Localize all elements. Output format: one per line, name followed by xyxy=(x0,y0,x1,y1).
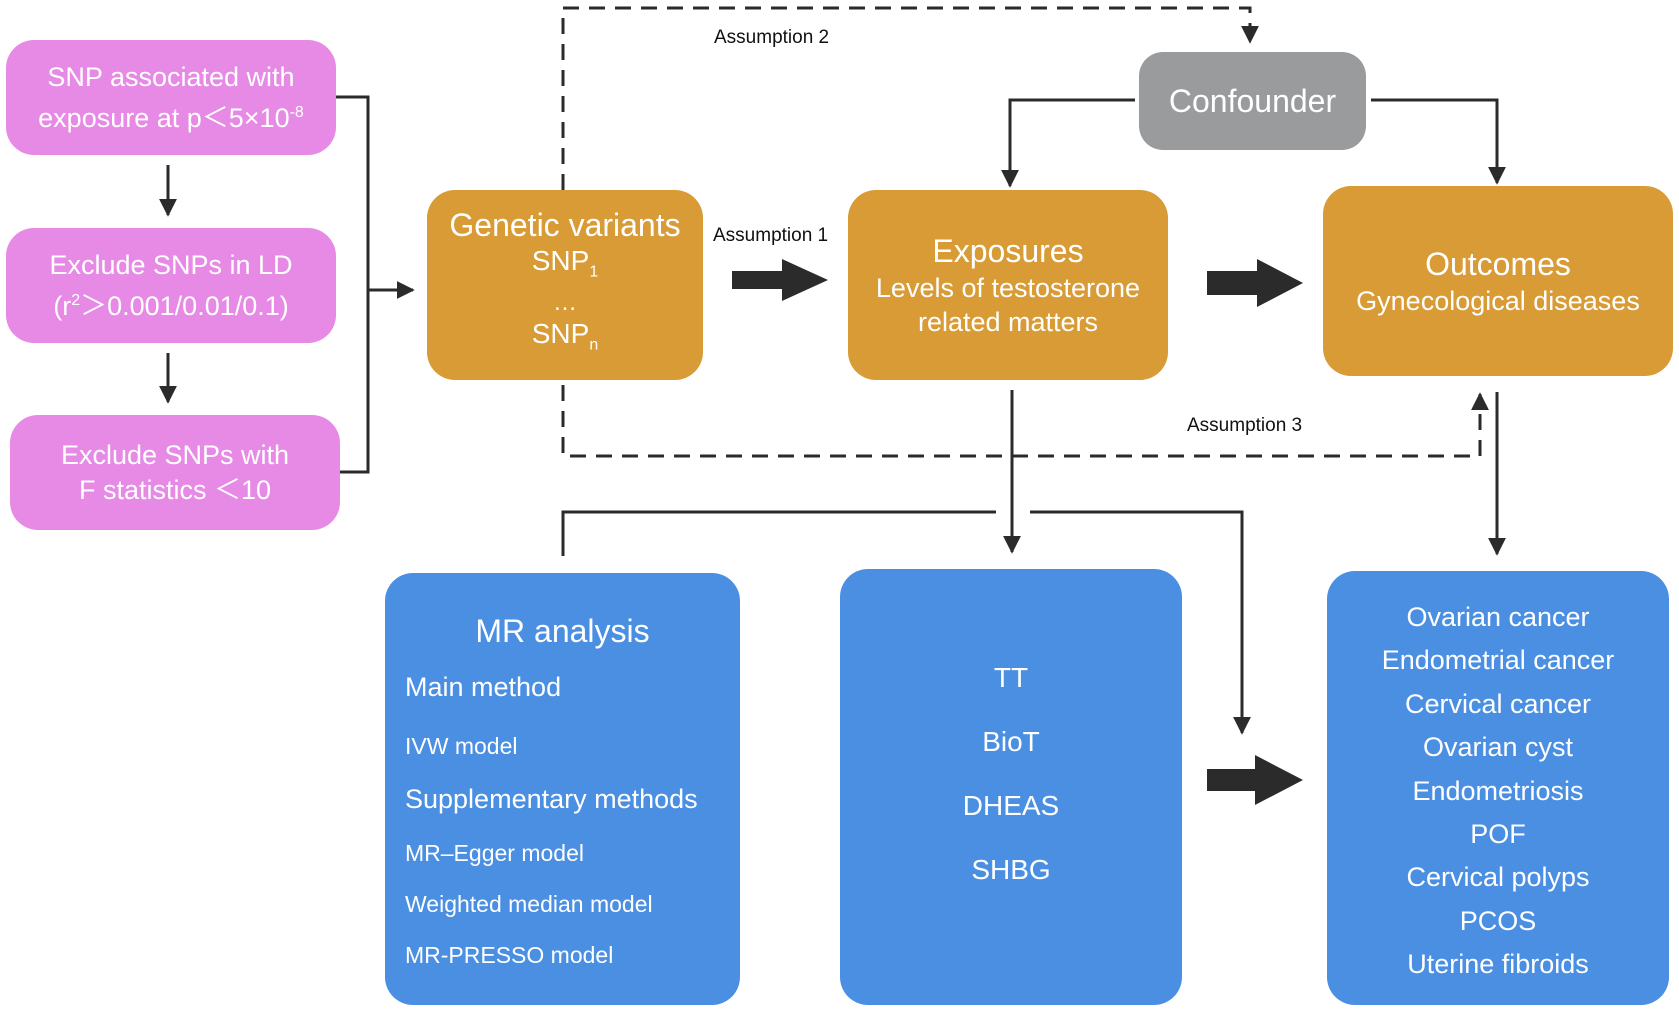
outcomes-box: Outcomes Gynecological diseases xyxy=(1323,186,1673,376)
main-method-heading: Main method xyxy=(405,672,562,702)
disease-pof: POF xyxy=(1470,819,1526,850)
hormone-tt: TT xyxy=(993,662,1029,693)
snp-ellipsis: … xyxy=(553,289,577,316)
steps-bracket xyxy=(335,95,370,474)
outcomes-title: Outcomes xyxy=(1425,246,1571,282)
disease-cervical-cancer: Cervical cancer xyxy=(1404,688,1592,719)
disease-cervical-polyps: Cervical polyps xyxy=(1406,862,1590,893)
disease-ovarian-cancer: Ovarian cancer xyxy=(1406,602,1590,632)
exposures-line1: Levels of testosterone xyxy=(875,273,1141,303)
mr-analysis-link-right xyxy=(1030,510,1251,735)
ivw-model-item: IVW model xyxy=(405,733,518,759)
genetic-variants-title: Genetic variants xyxy=(449,207,681,244)
disease-endometrial-cancer: Endometrial cancer xyxy=(1381,645,1615,676)
disease-list: Ovarian cancer Endometrial cancer Cervic… xyxy=(1327,596,1669,987)
step-f-statistics-box: Exclude SNPs with F statistics ＜10 xyxy=(10,415,340,530)
confounder-label: Confounder xyxy=(1168,82,1337,119)
snp-last: SNPn xyxy=(531,318,599,354)
exposures-line2: related matters xyxy=(917,307,1099,337)
step3-line2: F statistics ＜10 xyxy=(78,474,272,505)
assumption2-dashed-path xyxy=(561,6,1259,190)
supplementary-methods-heading: Supplementary methods xyxy=(405,784,698,814)
assumption-2-label: Assumption 2 xyxy=(714,27,830,48)
step3-line1: Exclude SNPs with xyxy=(60,439,290,470)
confounder-to-outcomes-arrow xyxy=(1371,98,1506,185)
disease-list-box: Ovarian cancer Endometrial cancer Cervic… xyxy=(1327,571,1669,1005)
step1-line2: exposure at p＜5×10-8 xyxy=(38,102,304,133)
hormone-shbg: SHBG xyxy=(971,854,1051,885)
hormone-dheas: DHEAS xyxy=(962,790,1060,821)
mr-analysis-link-left xyxy=(561,510,996,556)
step1-line1: SNP associated with xyxy=(47,61,295,92)
mr-egger-model-item: MR–Egger model xyxy=(405,840,584,866)
hormone-biot: BioT xyxy=(982,726,1040,757)
mr-presso-model-item: MR-PRESSO model xyxy=(405,942,614,968)
assumption-1-label: Assumption 1 xyxy=(713,225,829,246)
step2-line1: Exclude SNPs in LD xyxy=(49,249,293,280)
confounder-box: Confounder xyxy=(1139,52,1366,150)
step-exclude-ld-box: Exclude SNPs in LD (r2＞0.001/0.01/0.1) xyxy=(6,228,336,343)
exposures-to-outcomes-big-arrow xyxy=(1207,259,1303,307)
outcomes-line1: Gynecological diseases xyxy=(1356,286,1640,316)
genetic-variants-box: Genetic variants SNP1 … SNPn xyxy=(427,190,703,380)
disease-endometriosis: Endometriosis xyxy=(1412,775,1584,806)
weighted-median-model-item: Weighted median model xyxy=(405,891,653,917)
step2-line2: (r2＞0.001/0.01/0.1) xyxy=(53,290,289,321)
exposures-box: Exposures Levels of testosterone related… xyxy=(848,190,1168,380)
hormones-to-diseases-big-arrow xyxy=(1207,755,1303,805)
assumption-3-label: Assumption 3 xyxy=(1187,415,1303,436)
assumption3-dashed-path xyxy=(561,385,1489,458)
confounder-to-exposures-arrow xyxy=(1001,98,1135,188)
snp-first: SNP1 xyxy=(531,245,599,281)
mr-analysis-title: MR analysis xyxy=(475,613,650,649)
disease-uterine-fibroids: Uterine fibroids xyxy=(1407,949,1589,980)
mr-analysis-box: MR analysis Main method IVW model Supple… xyxy=(385,573,740,1005)
step-snp-association-box: SNP associated with exposure at p＜5×10-8 xyxy=(6,40,336,155)
exposures-title: Exposures xyxy=(932,233,1084,269)
disease-pcos: PCOS xyxy=(1459,905,1537,936)
disease-ovarian-cyst: Ovarian cyst xyxy=(1422,732,1574,763)
genetic-to-exposures-big-arrow xyxy=(732,259,828,301)
hormone-measures-box: TT BioT DHEAS SHBG xyxy=(840,569,1182,1005)
